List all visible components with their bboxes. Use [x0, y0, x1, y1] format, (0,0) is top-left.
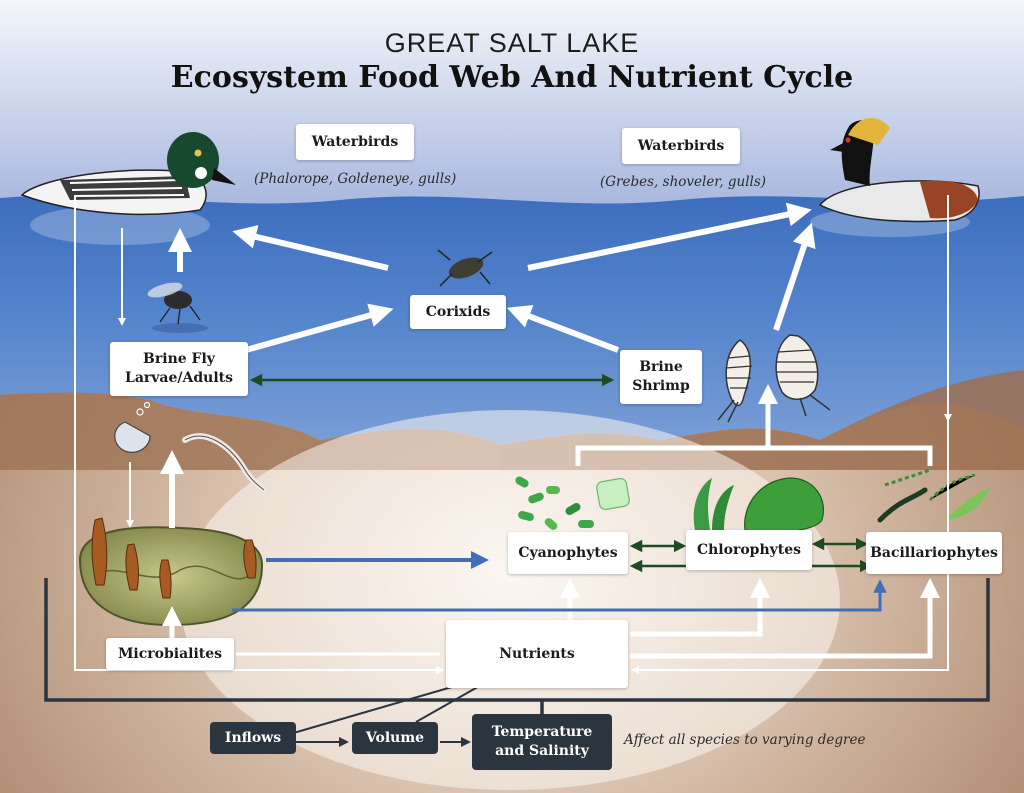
chlorophytes-label: Chlorophytes: [686, 530, 812, 570]
brine-shrimp-icon: [717, 334, 831, 423]
microbialite-mound-icon: [78, 517, 264, 627]
corixids-to-waterbirds-right-arrow: [527, 202, 812, 271]
sediment-glow: [180, 410, 840, 790]
brine-fly-label: Brine Fly Larvae/Adults: [110, 342, 248, 396]
nutrients-to-bacillario-arrow: [630, 578, 940, 659]
nutrients-to-chloro-arrow: [630, 578, 770, 637]
rail-right-arrow: [631, 195, 949, 674]
shrimp-to-corixids-arrow: [506, 305, 620, 353]
fly-to-corixids-arrow: [245, 303, 394, 353]
grebe-duck-icon: [810, 117, 980, 237]
waterbirds-right-label: Waterbirds: [622, 128, 740, 164]
nutrients-label: Nutrients: [446, 620, 628, 688]
cyanophytes-label: Cyanophytes: [508, 532, 628, 574]
brine-shrimp-label: Brine Shrimp: [620, 350, 702, 404]
shrimp-to-waterbirds-right-arrow: [773, 222, 816, 331]
cyanophyte-cells-icon: [515, 476, 630, 530]
corixid-bug-icon: [437, 249, 493, 287]
bacillariophyte-icon: [877, 468, 990, 523]
waterbirds-right-note: (Grebes, shoveler, gulls): [600, 174, 767, 190]
rail-left-arrow: [74, 195, 444, 674]
drivers-bracket: [44, 578, 990, 702]
drivers-note: Affect all species to varying degree: [624, 732, 866, 748]
brine-fly-icon: [147, 282, 208, 333]
temperature-salinity-box: Temperature and Salinity: [472, 714, 612, 770]
diagram-title: Ecosystem Food Web And Nutrient Cycle: [170, 60, 854, 95]
chlorophyte-icon: [693, 477, 824, 533]
volume-box: Volume: [352, 722, 438, 754]
bacillariophytes-label: Bacillariophytes: [866, 532, 1002, 574]
inflows-to-nutrients-arrow: [289, 676, 481, 735]
fly-larvae-icon: [114, 401, 267, 493]
corixids-to-waterbirds-left-arrow: [232, 225, 389, 271]
diagram-subtitle: GREAT SALT LAKE: [384, 28, 640, 58]
inflows-box: Inflows: [210, 722, 296, 754]
algae-bracket: [575, 445, 933, 466]
waterbirds-left-note: (Phalorope, Goldeneye, gulls): [254, 171, 457, 187]
corixids-label: Corixids: [410, 295, 506, 329]
microbialite-to-bacillario-arrow: [232, 579, 887, 612]
microbialites-label: Microbialites: [106, 638, 234, 670]
waterbirds-left-label: Waterbirds: [296, 124, 414, 160]
